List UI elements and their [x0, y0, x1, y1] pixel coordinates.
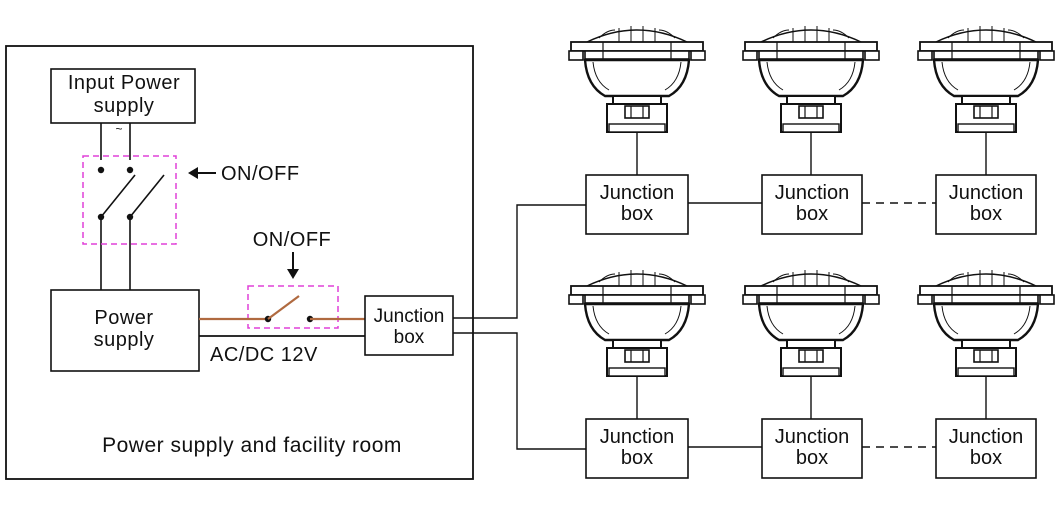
junction-box-label: box	[796, 447, 828, 469]
line-switch-dashed-box	[247, 285, 339, 329]
junction-box-label: Junction	[600, 426, 675, 448]
junction-box-bottom-2: Junction box	[761, 418, 863, 479]
facility-room-label: Power supply and facility room	[102, 434, 402, 457]
input-power-supply-line2: supply	[94, 95, 155, 117]
line-switch-label: ON/OFF	[253, 229, 332, 251]
junction-box-main: Junction box	[364, 295, 454, 356]
pool-light-icon	[916, 24, 1056, 134]
trunk-wire-top	[453, 204, 586, 319]
junction-box-top-1: Junction box	[585, 174, 689, 235]
trunk-wire-bottom	[453, 332, 586, 450]
main-double-switch	[96, 160, 165, 221]
pool-light-icon	[741, 24, 881, 134]
input-power-supply-line1: Input Power	[68, 72, 180, 94]
pool-light-icon	[567, 24, 707, 134]
line-switch-wire	[199, 295, 365, 323]
facility-room-frame	[5, 45, 474, 480]
junction-box-label: box	[970, 447, 1002, 469]
ac-symbol: ~	[115, 122, 122, 136]
junction-box-label: box	[796, 203, 828, 225]
junction-box-label: Junction	[775, 182, 850, 204]
junction-box-main-line1: Junction	[374, 306, 445, 327]
input-power-supply-box: Input Power supply	[50, 68, 196, 124]
junction-box-label: Junction	[949, 182, 1024, 204]
pool-light-icon	[916, 268, 1056, 378]
main-switch-arrow-icon	[188, 167, 216, 179]
pool-light-icon	[567, 268, 707, 378]
line-switch-arrow-icon	[287, 252, 299, 279]
power-supply-line2: supply	[94, 329, 155, 351]
junction-box-top-3: Junction box	[935, 174, 1037, 235]
power-supply-box: Power supply	[50, 289, 200, 372]
junction-box-label: box	[621, 203, 653, 225]
junction-box-label: Junction	[600, 182, 675, 204]
junction-box-bottom-3: Junction box	[935, 418, 1037, 479]
pool-light-icon	[741, 268, 881, 378]
junction-box-bottom-1: Junction box	[585, 418, 689, 479]
junction-box-label: Junction	[949, 426, 1024, 448]
junction-box-label: box	[970, 203, 1002, 225]
main-switch-label: ON/OFF	[221, 163, 300, 185]
junction-box-label: box	[621, 447, 653, 469]
power-supply-line1: Power	[94, 307, 153, 329]
junction-box-top-2: Junction box	[761, 174, 863, 235]
junction-box-main-line2: box	[394, 327, 425, 348]
voltage-label: AC/DC 12V	[210, 344, 318, 366]
junction-box-label: Junction	[775, 426, 850, 448]
